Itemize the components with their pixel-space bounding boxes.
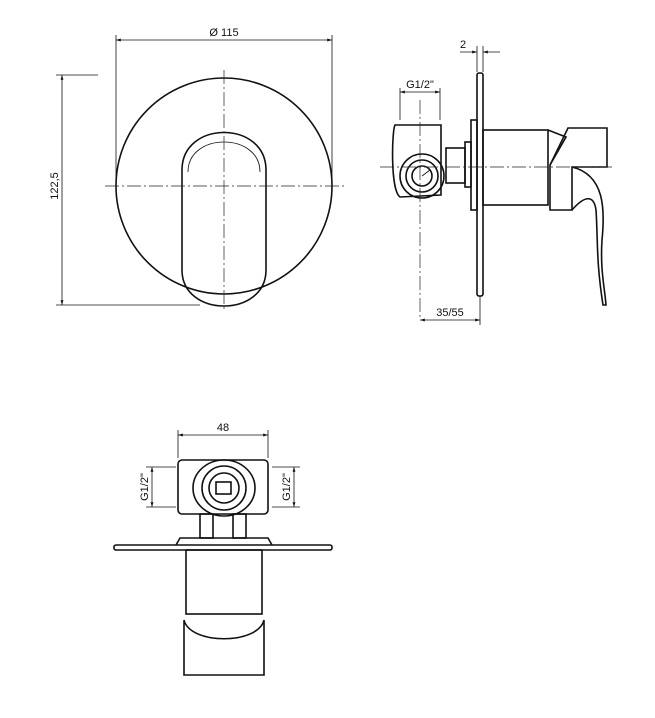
dimension-side-thread: G1/2" (406, 79, 434, 91)
handle-bottom (183, 619, 265, 676)
side-view: 2 G1/2" 35/55 (380, 39, 612, 325)
dimension-plate-thickness: 2 (460, 39, 466, 51)
dimension-depth: 35/55 (436, 307, 464, 319)
dimension-diameter: Ø 115 (209, 27, 238, 39)
dimension-width: 48 (217, 422, 229, 434)
dimension-height: 122,5 (49, 172, 61, 200)
front-view: Ø 115 122,5 (49, 27, 345, 312)
handle-oval (181, 131, 267, 307)
wall-plate (476, 72, 484, 297)
dimension-thread-right: G1/2" (281, 473, 293, 501)
lever-handle (549, 127, 608, 211)
dimension-thread-left: G1/2" (139, 473, 151, 501)
bottom-view: 48 G1/2" G1/2" (113, 422, 333, 676)
